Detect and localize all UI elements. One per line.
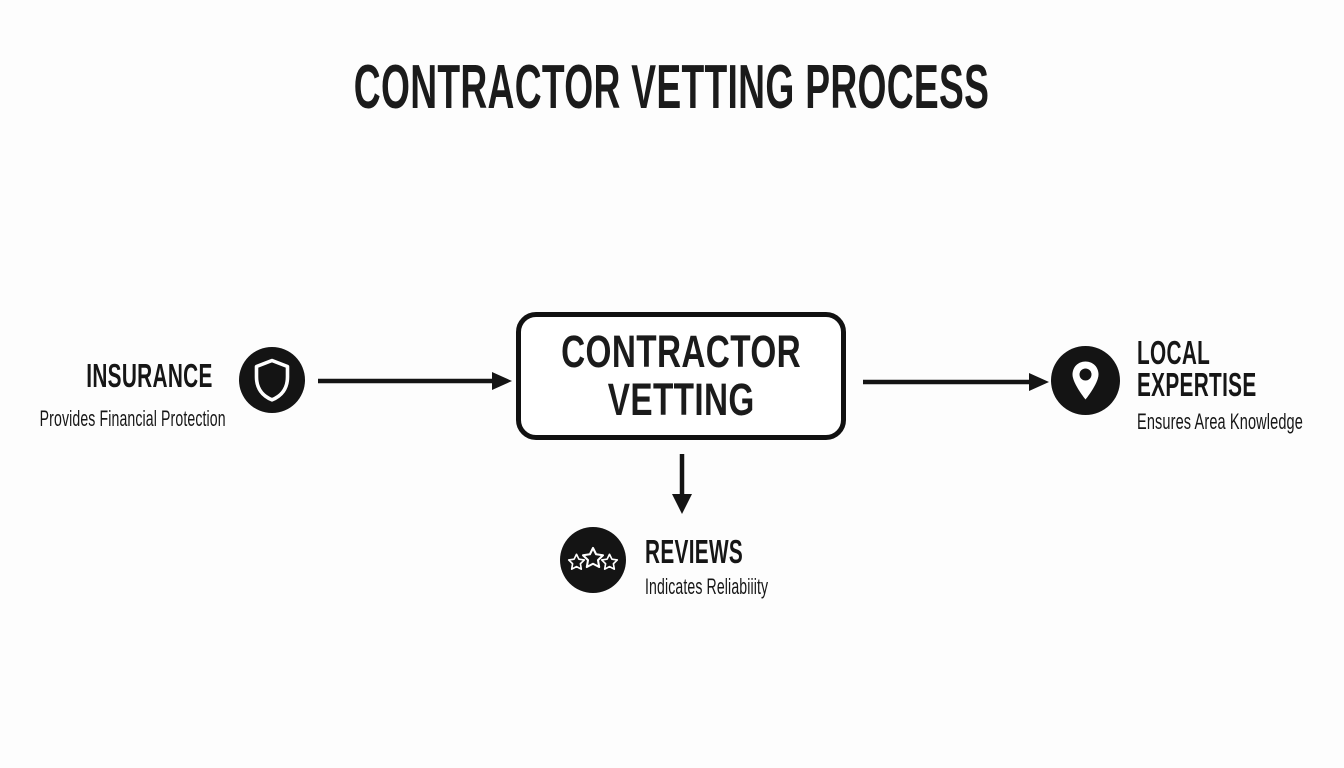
page-title: CONTRACTOR VETTING PROCESS [0,52,1344,123]
reviews-label: REVIEWS [645,533,744,570]
center-box-line2: VETTING [607,374,755,425]
stars-icon [560,527,626,593]
insurance-label: INSURANCE [86,357,213,394]
arrow-vetting-to-local-expertise [863,373,1049,391]
insurance-description: Provides Financial Protection [39,406,226,431]
page-title-text: CONTRACTOR VETTING PROCESS [354,53,990,122]
location-pin-icon [1051,346,1120,415]
shield-icon [239,347,305,413]
local-expertise-description: Ensures Area Knowledge [1137,409,1303,434]
local-expertise-label: LOCAL EXPERTISE [1137,334,1257,403]
stars-icon-glyph [567,546,619,570]
arrow-insurance-to-vetting [318,372,512,390]
shield-icon-glyph [254,358,290,402]
location-pin-glyph [1072,361,1099,400]
contractor-vetting-box: CONTRACTOR VETTING [516,312,846,440]
reviews-description: Indicates Reliabiiity [645,574,769,599]
center-box-line1: CONTRACTOR [561,326,801,377]
arrow-vetting-to-reviews [672,454,692,514]
